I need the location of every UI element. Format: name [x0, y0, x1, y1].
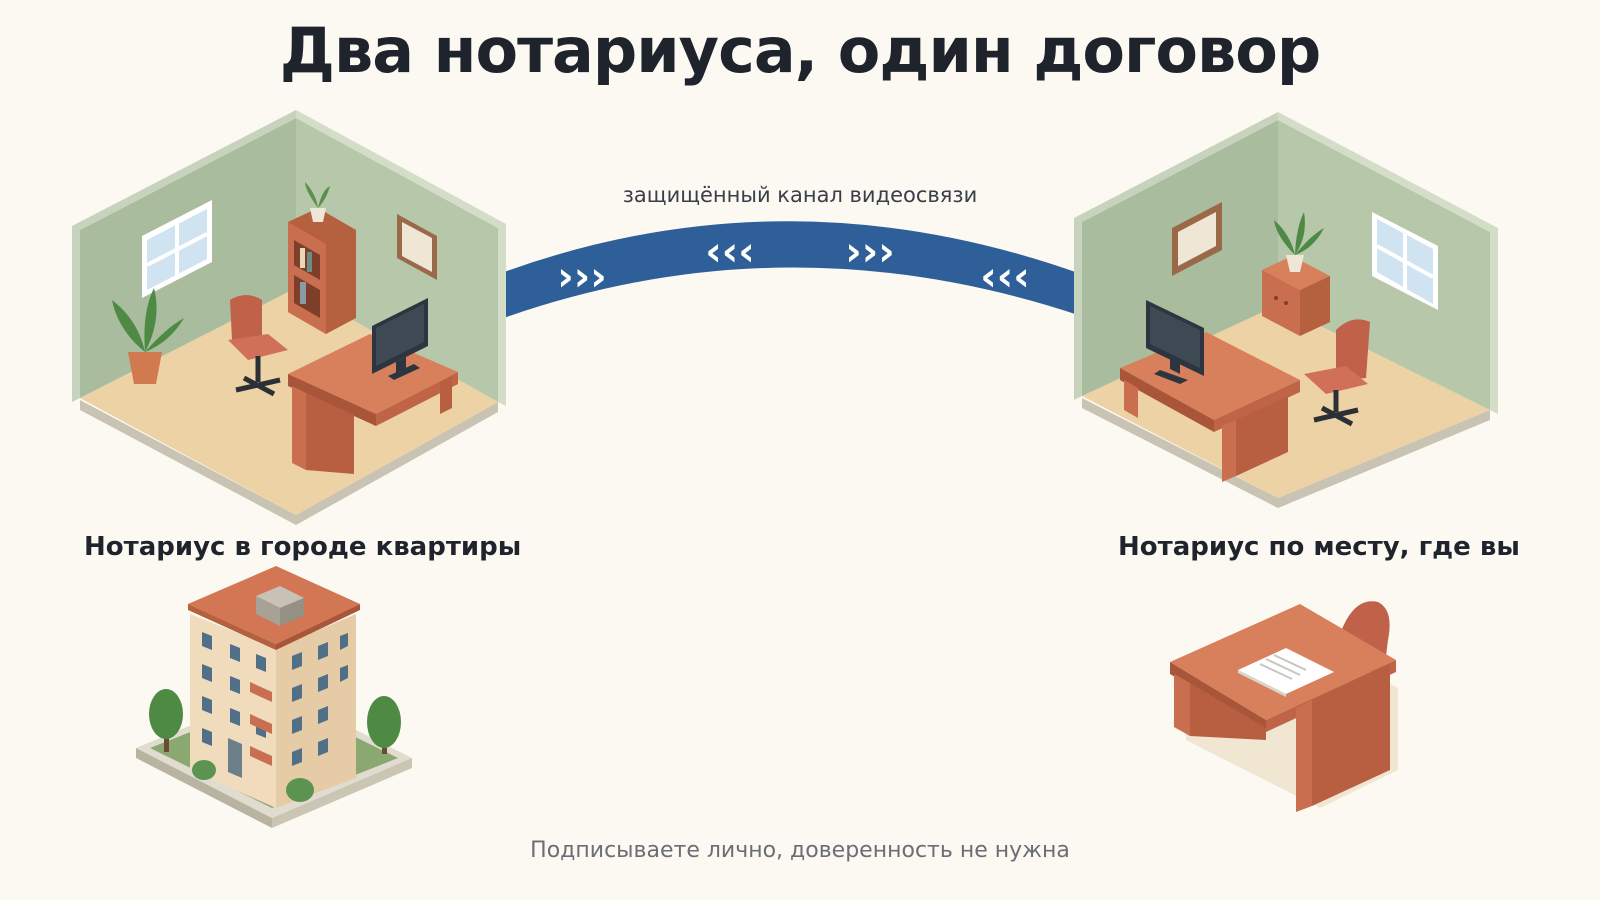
page-title: Два нотариуса, один договор: [279, 14, 1321, 87]
video-channel: ››› ‹‹‹ ››› ‹‹‹: [435, 221, 1158, 345]
desk-with-document-illustration: [1170, 601, 1398, 812]
channel-arrows-4: ‹‹‹: [980, 254, 1029, 300]
channel-arrows-1: ›››: [557, 254, 606, 300]
channel-arrows-3: ›››: [845, 229, 894, 275]
apartment-building-illustration: [136, 566, 412, 828]
right-notary-caption: Нотариус по месту, где вы: [1118, 532, 1520, 562]
channel-band: [435, 221, 1158, 345]
channel-arrows-2: ‹‹‹: [705, 229, 754, 275]
right-notary-office-illustration: [1074, 112, 1498, 508]
channel-label: защищённый канал видеосвязи: [622, 183, 978, 207]
left-notary-caption: Нотариус в городе квартиры: [84, 532, 522, 562]
left-notary-office-illustration: [72, 110, 506, 525]
footer-note: Подписываете лично, доверенность не нужн…: [530, 838, 1070, 863]
